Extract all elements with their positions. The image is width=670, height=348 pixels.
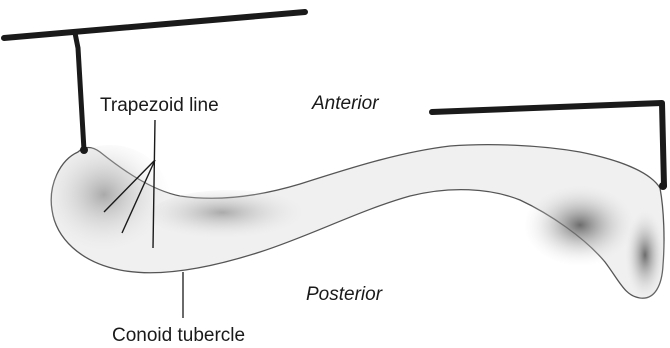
shading-right xyxy=(525,185,635,265)
label-conoid-tubercle: Conoid tubercle xyxy=(112,326,245,345)
bracket-right-dot xyxy=(659,182,667,190)
bracket-left xyxy=(4,12,305,38)
label-trapezoid-line: Trapezoid line xyxy=(100,96,219,115)
label-anterior: Anterior xyxy=(312,94,379,113)
label-posterior: Posterior xyxy=(306,285,382,304)
bracket-left-drop xyxy=(75,33,84,150)
shading-left xyxy=(50,145,170,255)
shading-mid xyxy=(150,190,310,240)
shading-right-end xyxy=(625,210,665,300)
bracket-left-dot xyxy=(80,146,88,154)
